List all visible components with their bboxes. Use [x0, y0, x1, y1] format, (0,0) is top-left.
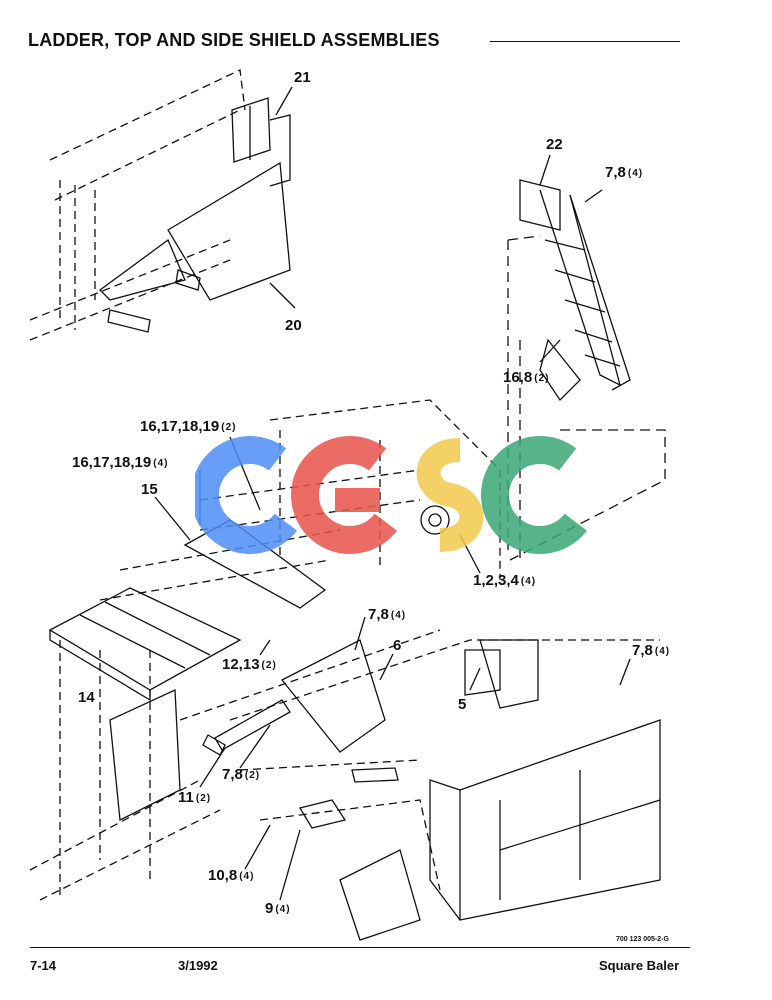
callout-7-8-ladder: 7,8(4) — [605, 164, 644, 181]
callout-16-17-18-19-a: 16,17,18,19(2) — [140, 418, 237, 435]
callout-11: 11(2) — [178, 789, 212, 806]
callout-21: 21 — [294, 69, 311, 86]
callout-22: 22 — [546, 136, 563, 153]
callout-7-8-right: 7,8(4) — [632, 642, 671, 659]
footer-rule — [30, 947, 690, 948]
callout-20: 20 — [285, 317, 302, 334]
callout-6: 6 — [393, 637, 402, 654]
callout-15: 15 — [141, 481, 158, 498]
callout-7-8-shield: 7,8(4) — [368, 606, 407, 623]
callout-16-17-18-19-b: 16,17,18,19(4) — [72, 454, 169, 471]
watermark-graphic — [191, 436, 599, 554]
page-number: 7-14 — [30, 958, 57, 973]
callout-1-2-3-4: 1,2,3,4(4) — [473, 572, 537, 589]
callout-12-13: 12,13(2) — [222, 656, 277, 673]
drawing-code: 700 123 005-2-G — [616, 936, 669, 943]
callout-16-8: 16,8(2) — [503, 369, 550, 386]
callout-9: 9(4) — [265, 900, 291, 917]
watermark-logo — [191, 430, 599, 560]
product-name: Square Baler — [599, 958, 680, 973]
callout-14: 14 — [78, 689, 95, 706]
callout-5: 5 — [458, 696, 467, 713]
page-title: LADDER, TOP AND SIDE SHIELD ASSEMBLIES — [28, 30, 440, 50]
title-rule — [490, 41, 680, 42]
callout-10-8: 10,8(4) — [208, 867, 255, 884]
revision-date: 3/1992 — [178, 958, 218, 973]
callout-7-8-lower: 7,8(2) — [222, 766, 261, 783]
